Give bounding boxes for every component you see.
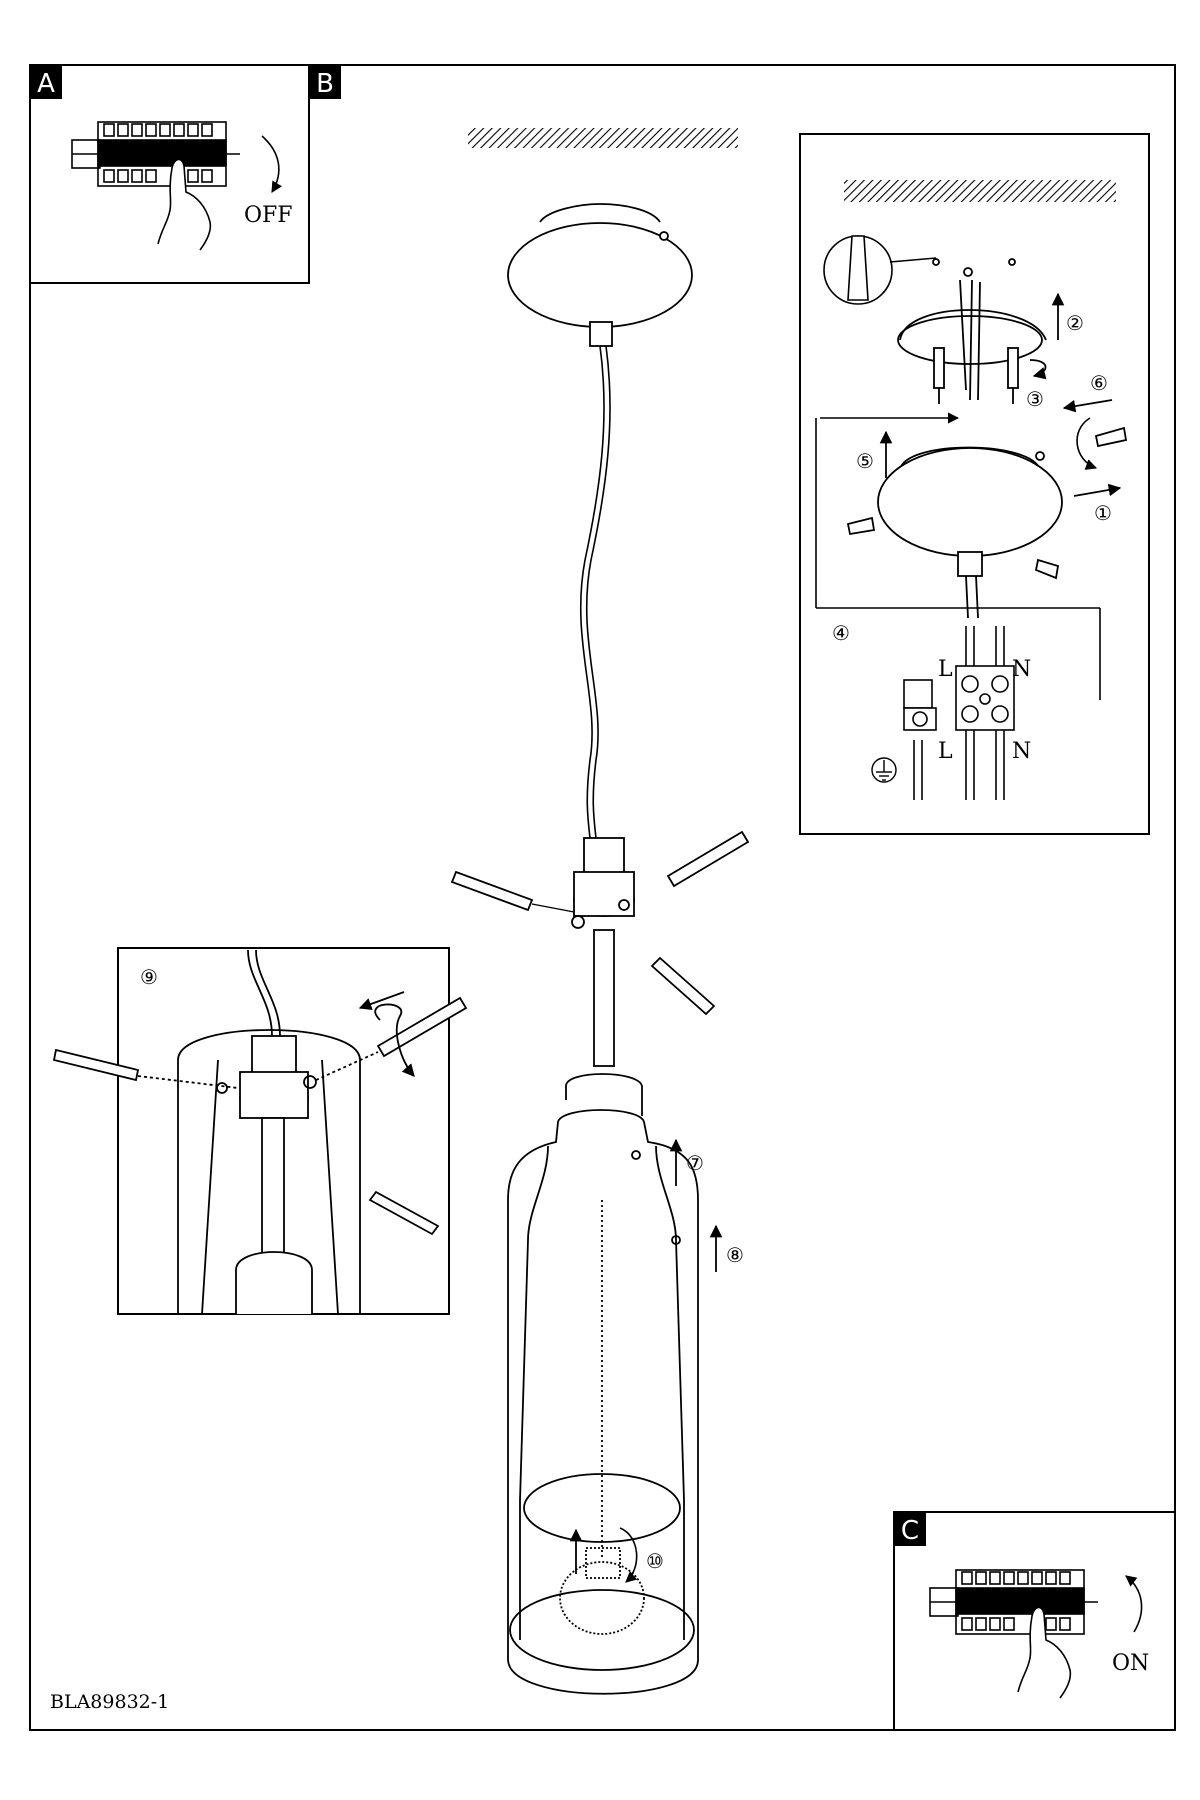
section-a-letter-box bbox=[30, 65, 62, 99]
wire-neutral-bottom-label: N bbox=[1012, 739, 1031, 764]
earth-terminal bbox=[903, 679, 937, 800]
switch-off-label: OFF bbox=[244, 203, 293, 228]
turn-on-arrow-icon bbox=[1125, 1575, 1143, 1633]
section-a-letter: A bbox=[37, 69, 55, 99]
step-6-label: ⑥ bbox=[1090, 371, 1108, 395]
step-3-label: ③ bbox=[1026, 387, 1044, 411]
outer-frame bbox=[29, 64, 1176, 1731]
glass-shade bbox=[507, 1073, 699, 1695]
step-2-label: ② bbox=[1066, 311, 1084, 335]
circuit-breaker-icon bbox=[71, 121, 240, 187]
turn-off-arrow-icon bbox=[261, 135, 282, 193]
rod-hub bbox=[571, 837, 635, 1067]
step-7-label: ⑦ bbox=[686, 1151, 704, 1175]
hand-icon bbox=[157, 158, 212, 251]
step-8-label: ⑧ bbox=[726, 1243, 744, 1267]
suspension-cable bbox=[579, 345, 605, 839]
decorative-rods bbox=[450, 830, 750, 1016]
step-6-arrow-icon bbox=[1062, 399, 1113, 413]
wire-live-top-label: L bbox=[938, 657, 953, 682]
step-1-label: ① bbox=[1094, 501, 1112, 525]
section-a-panel: A OFF bbox=[29, 64, 310, 284]
step-10-label: ⑩ bbox=[646, 1549, 664, 1573]
canopy-detail bbox=[846, 426, 1128, 619]
wall-plug-icon bbox=[823, 235, 937, 305]
section-c-letter-box bbox=[894, 1512, 926, 1546]
switch-on-label: ON bbox=[1112, 1651, 1149, 1676]
section-b-letter: B bbox=[316, 69, 334, 99]
circuit-breaker-icon bbox=[929, 1569, 1098, 1635]
ceiling-hatch-detail bbox=[844, 180, 1116, 202]
document-code: BLA89832-1 bbox=[50, 1691, 169, 1713]
step-9-detail-panel: ⑨ bbox=[52, 947, 468, 1315]
section-c-panel: C ON bbox=[893, 1511, 1176, 1731]
ceiling-hatch bbox=[468, 128, 738, 148]
step-4-label: ④ bbox=[832, 621, 850, 645]
terminal-block bbox=[955, 626, 1015, 800]
earth-symbol-icon bbox=[871, 757, 897, 783]
mounting-bracket bbox=[897, 258, 1047, 404]
step-5-label: ⑤ bbox=[856, 449, 874, 473]
wire-live-bottom-label: L bbox=[938, 739, 953, 764]
wire-neutral-top-label: N bbox=[1012, 657, 1031, 682]
step-9-label: ⑨ bbox=[140, 965, 158, 989]
installation-detail-panel: ② ③ ⑤ ⑥ ① ④ bbox=[799, 133, 1150, 835]
hand-icon bbox=[1017, 1606, 1072, 1699]
ceiling-canopy bbox=[507, 203, 693, 347]
section-c-letter: C bbox=[901, 1516, 919, 1546]
step-1-arrow-icon bbox=[1073, 483, 1122, 497]
section-b-letter-box bbox=[309, 65, 341, 99]
